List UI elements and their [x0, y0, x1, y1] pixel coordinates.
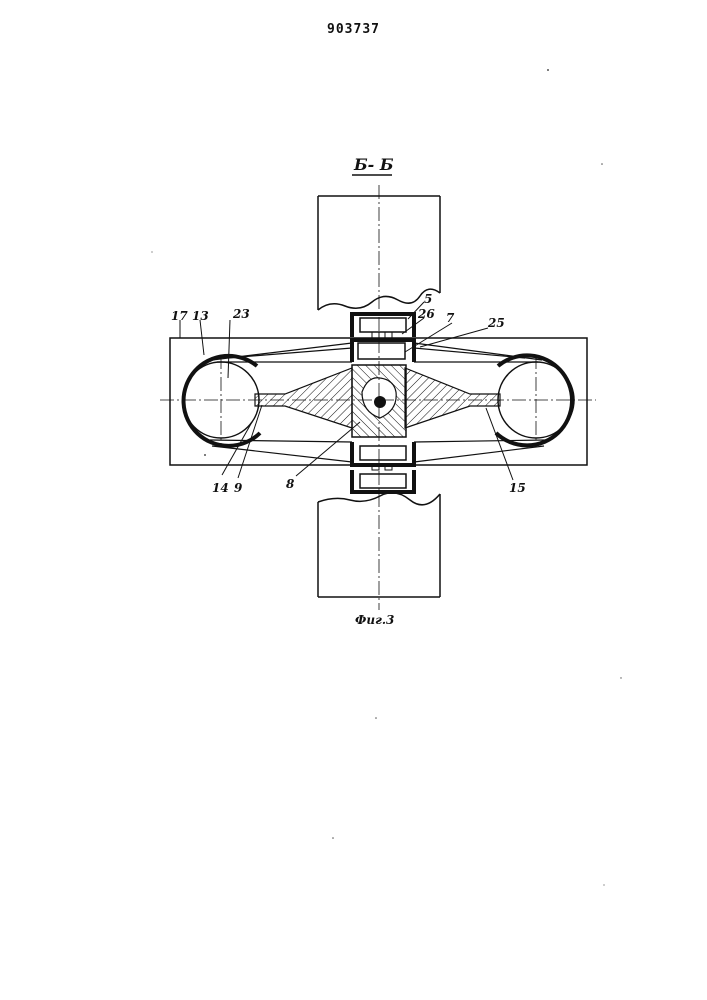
callout-14: 14 — [212, 481, 229, 495]
callout-17: 17 — [171, 309, 188, 323]
callout-5: 5 — [424, 292, 432, 306]
left-tapered-arm — [255, 368, 352, 428]
scan-specks — [151, 69, 621, 886]
callout-7: 7 — [446, 311, 455, 325]
left-wheel — [183, 356, 260, 446]
callout-8: 8 — [286, 477, 295, 491]
lower-clamp-assembly — [352, 442, 414, 492]
callout-26: 26 — [417, 307, 435, 321]
figure-caption: Фиг.3 — [355, 613, 394, 627]
callout-13: 13 — [192, 309, 209, 323]
upper-clamp-assembly — [352, 314, 414, 362]
callout-23: 23 — [232, 307, 250, 321]
right-tapered-arm — [405, 368, 500, 428]
callout-25: 25 — [487, 316, 505, 330]
section-label: Б- Б — [353, 155, 394, 174]
callout-9: 9 — [234, 481, 243, 495]
callout-15: 15 — [509, 481, 526, 495]
